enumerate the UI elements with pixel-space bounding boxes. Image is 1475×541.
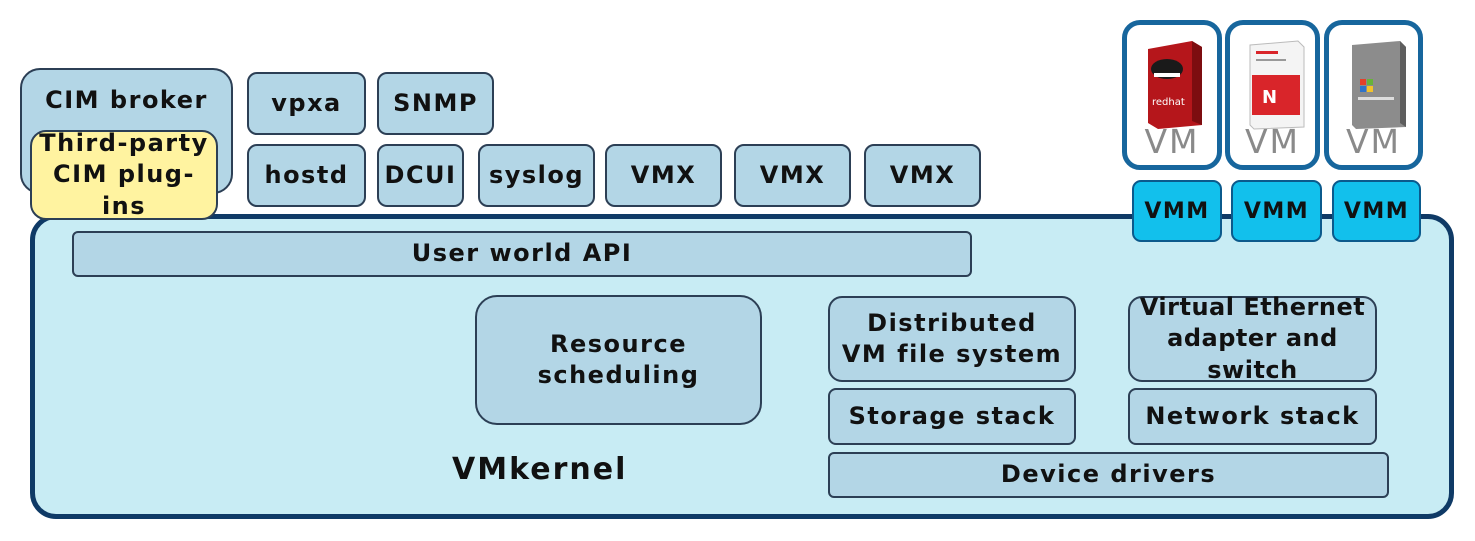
vmm-box-1: VMM — [1132, 180, 1222, 242]
resource-line1: Resource — [550, 329, 687, 358]
vmm-label-2: VMM — [1243, 198, 1310, 224]
vmm-label-1: VMM — [1144, 198, 1210, 224]
user-world-api-box: User world API — [72, 231, 972, 277]
snmp-box: SNMP — [377, 72, 494, 135]
svg-text:redhat: redhat — [1152, 97, 1185, 108]
storage-stack-label: Storage stack — [848, 401, 1056, 430]
snmp-label: SNMP — [393, 88, 478, 117]
third-party-line2: CIM plug-ins — [53, 160, 195, 220]
hostd-box: hostd — [247, 144, 366, 207]
distributed-vm-file-system-box: Distributed VM file system — [828, 296, 1076, 382]
vether-line2: adapter and switch — [1167, 324, 1338, 384]
dvfs-line2: VM file system — [841, 340, 1063, 368]
vmx-label-1: VMX — [630, 160, 697, 189]
vmx-box-3: VMX — [864, 144, 981, 207]
vmkernel-label: VMkernel — [452, 452, 628, 487]
resource-line2: scheduling — [537, 361, 700, 389]
vm-box-1: redhat VM — [1122, 20, 1222, 170]
vpxa-label: vpxa — [271, 88, 342, 117]
cim-broker-label: CIM broker — [45, 86, 208, 114]
red-hat-box-icon: redhat — [1148, 41, 1202, 129]
vmx-box-2: VMX — [734, 144, 851, 207]
vether-line1: Virtual Ethernet — [1139, 293, 1366, 322]
vpxa-box: vpxa — [247, 72, 366, 135]
third-party-plugins-box: Third-party CIM plug-ins — [30, 129, 218, 220]
virtual-ethernet-box: Virtual Ethernet adapter and switch — [1128, 293, 1377, 384]
device-drivers-label: Device drivers — [1000, 460, 1217, 489]
vmx-label-2: VMX — [759, 160, 826, 189]
third-party-line1: Third-party — [39, 129, 209, 158]
network-stack-box: Network stack — [1128, 388, 1377, 445]
hostd-label: hostd — [264, 160, 349, 189]
dcui-label: DCUI — [384, 160, 457, 189]
vm-box-3: VM — [1324, 20, 1423, 170]
device-drivers-box: Device drivers — [828, 452, 1389, 498]
dcui-box: DCUI — [377, 144, 464, 207]
vm-label-2: VM — [1244, 122, 1301, 161]
vmx-box-1: VMX — [605, 144, 722, 207]
svg-text:N: N — [1262, 87, 1277, 108]
vmm-box-3: VMM — [1332, 180, 1421, 242]
vmm-box-2: VMM — [1231, 180, 1322, 242]
vm-box-2: N VM — [1225, 20, 1320, 170]
storage-stack-box: Storage stack — [828, 388, 1076, 445]
network-stack-label: Network stack — [1145, 401, 1360, 430]
dvfs-line1: Distributed — [867, 308, 1037, 337]
vmx-label-3: VMX — [889, 160, 956, 189]
vm-label-1: VM — [1144, 122, 1200, 161]
vmm-label-3: VMM — [1343, 198, 1410, 224]
resource-scheduling-box: Resource scheduling — [475, 295, 762, 425]
syslog-box: syslog — [478, 144, 595, 207]
netware-box-icon: N — [1249, 40, 1305, 130]
windows-server-box-icon — [1352, 41, 1406, 129]
user-world-api-label: User world API — [411, 239, 633, 268]
vm-label-3: VM — [1345, 122, 1402, 161]
syslog-label: syslog — [488, 160, 585, 189]
